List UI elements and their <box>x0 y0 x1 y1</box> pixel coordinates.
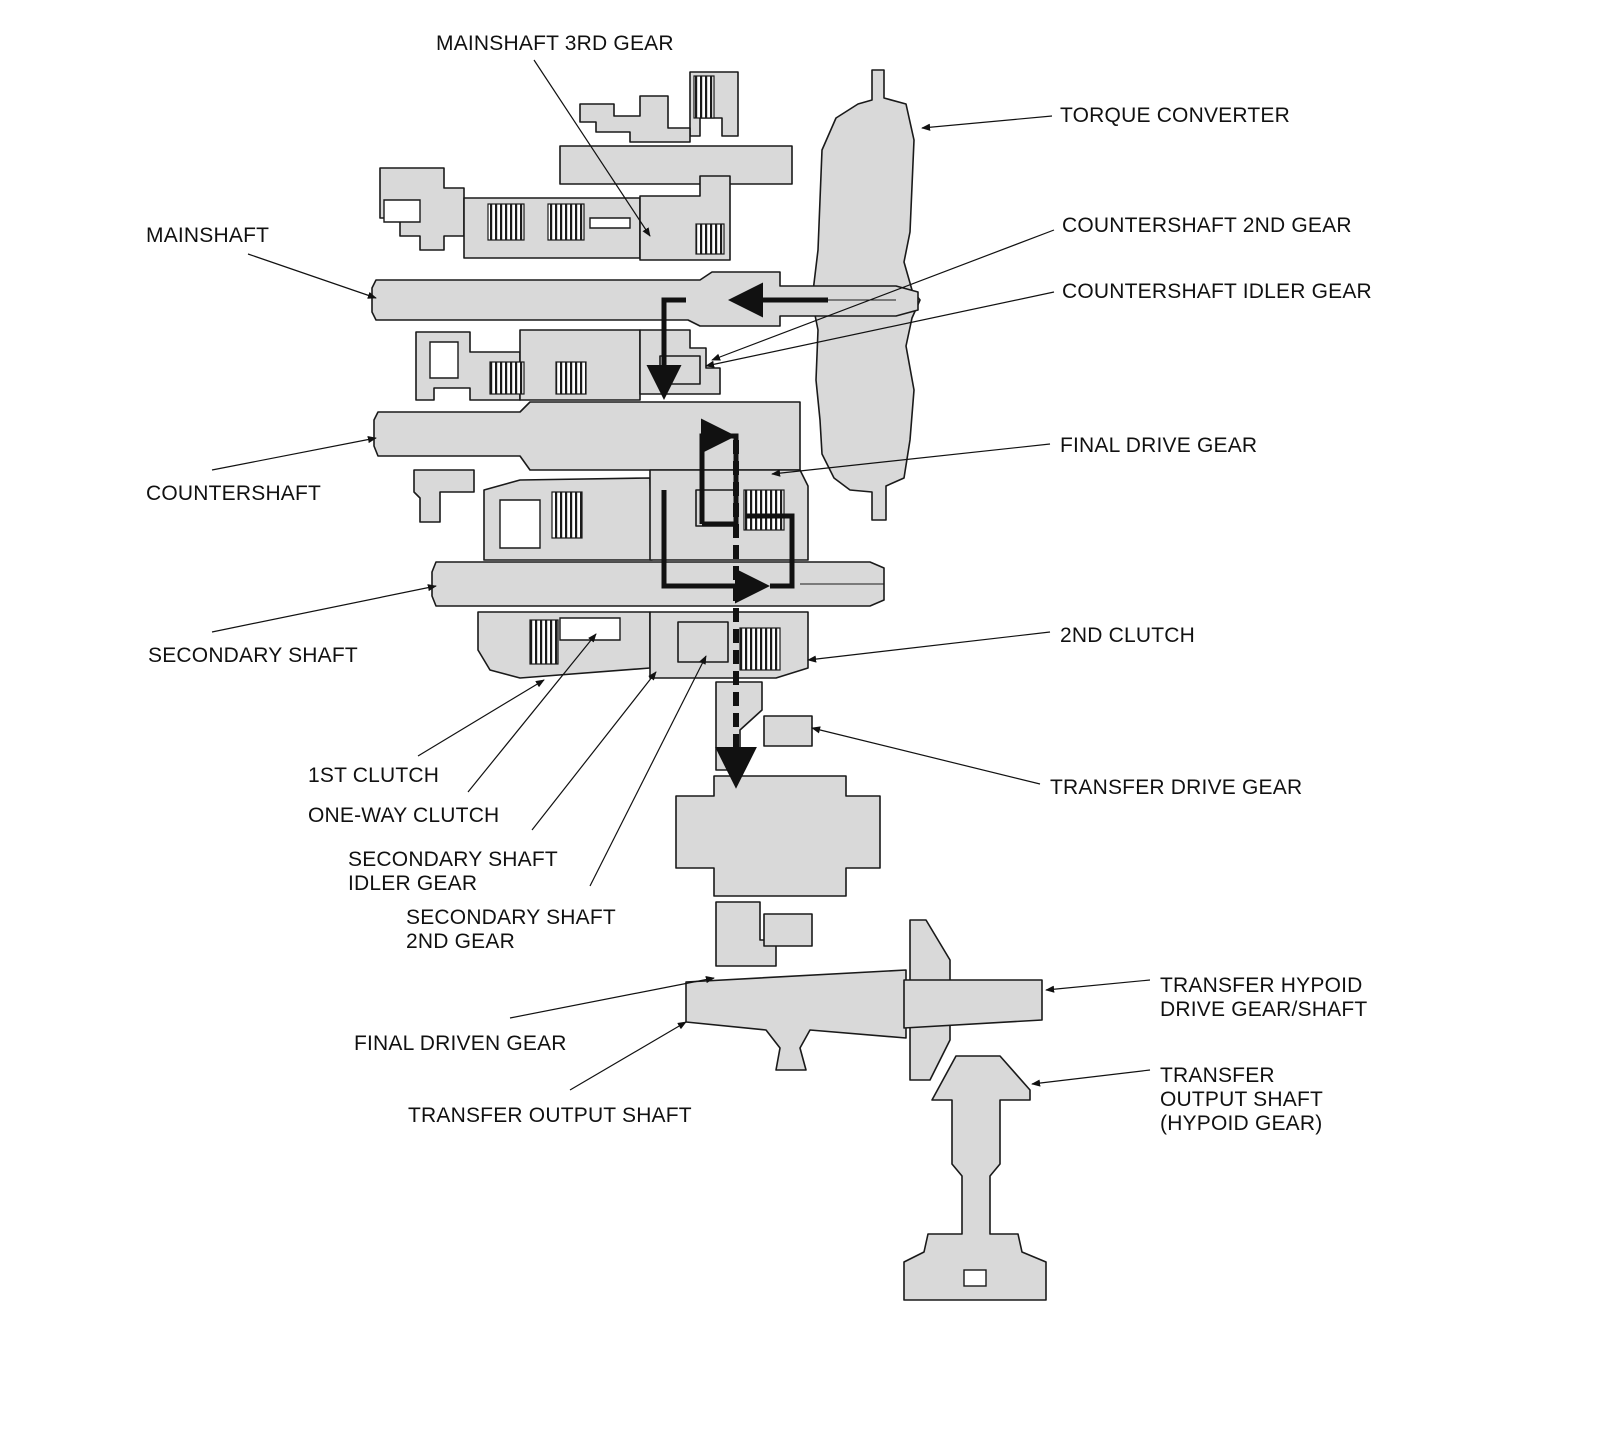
label-secondary-shaft: SECONDARY SHAFT <box>148 644 358 667</box>
mainshaft-upper-assembly <box>379 71 793 261</box>
label-final-drive-gear: FINAL DRIVE GEAR <box>1060 434 1258 457</box>
leader-transfer-output-shaft-hypoid <box>1031 1069 1151 1087</box>
label-secondary-shaft-2nd-gear: SECONDARY SHAFT 2ND GEAR <box>406 906 616 953</box>
transfer-output-shaft <box>685 919 1043 1081</box>
label-2nd-clutch: 2ND CLUTCH <box>1060 624 1196 647</box>
leader-lines <box>211 59 1151 1091</box>
label-torque-converter: TORQUE CONVERTER <box>1060 104 1290 127</box>
leader-final-drive-gear <box>771 443 1051 477</box>
leader-2nd-clutch <box>807 631 1051 663</box>
leader-countershaft <box>211 436 377 471</box>
leader-countershaft-2nd-gear <box>711 229 1055 361</box>
label-countershaft-idler-gear: COUNTERSHAFT IDLER GEAR <box>1062 280 1372 303</box>
transfer-drive-gear-assembly <box>675 681 881 967</box>
label-countershaft: COUNTERSHAFT <box>146 482 322 505</box>
leader-torque-converter <box>921 115 1053 131</box>
leader-transfer-output-shaft <box>569 1021 687 1091</box>
label-one-way-clutch: ONE-WAY CLUTCH <box>308 804 500 827</box>
secondary-shaft-assembly <box>431 469 885 679</box>
label-transfer-output-shaft-hypoid-gear: TRANSFER OUTPUT SHAFT (HYPOID GEAR) <box>1160 1064 1324 1135</box>
label-1st-clutch: 1ST CLUTCH <box>308 764 440 787</box>
leader-one-way-clutch <box>467 633 597 793</box>
leader-final-driven-gear <box>509 976 715 1019</box>
label-transfer-drive-gear: TRANSFER DRIVE GEAR <box>1050 776 1303 799</box>
label-mainshaft-3rd-gear: MAINSHAFT 3RD GEAR <box>436 32 674 55</box>
leader-transfer-drive-gear <box>811 726 1041 785</box>
label-final-driven-gear: FINAL DRIVEN GEAR <box>354 1032 567 1055</box>
mainshaft-lower-assembly <box>415 329 721 401</box>
leader-secondary-shaft <box>211 584 437 633</box>
leader-mainshaft-3rd-gear <box>533 59 651 237</box>
power-flow-path <box>646 282 828 789</box>
leader-1st-clutch <box>417 679 545 757</box>
hypoid-output-shaft <box>903 1055 1047 1301</box>
leader-mainshaft <box>247 253 377 299</box>
leader-countershaft-idler-gear <box>705 291 1055 368</box>
label-transfer-output-shaft: TRANSFER OUTPUT SHAFT <box>408 1104 692 1127</box>
label-secondary-shaft-idler-gear: SECONDARY SHAFT IDLER GEAR <box>348 848 558 895</box>
leader-secondary-shaft-2nd-gear <box>589 655 707 887</box>
label-countershaft-2nd-gear: COUNTERSHAFT 2ND GEAR <box>1062 214 1352 237</box>
leader-transfer-hypoid-drive-gear <box>1045 979 1151 993</box>
label-transfer-hypoid-drive-gear-shaft: TRANSFER HYPOID DRIVE GEAR/SHAFT <box>1160 974 1368 1021</box>
leader-secondary-shaft-idler-gear <box>531 671 657 831</box>
label-mainshaft: MAINSHAFT <box>146 224 270 247</box>
